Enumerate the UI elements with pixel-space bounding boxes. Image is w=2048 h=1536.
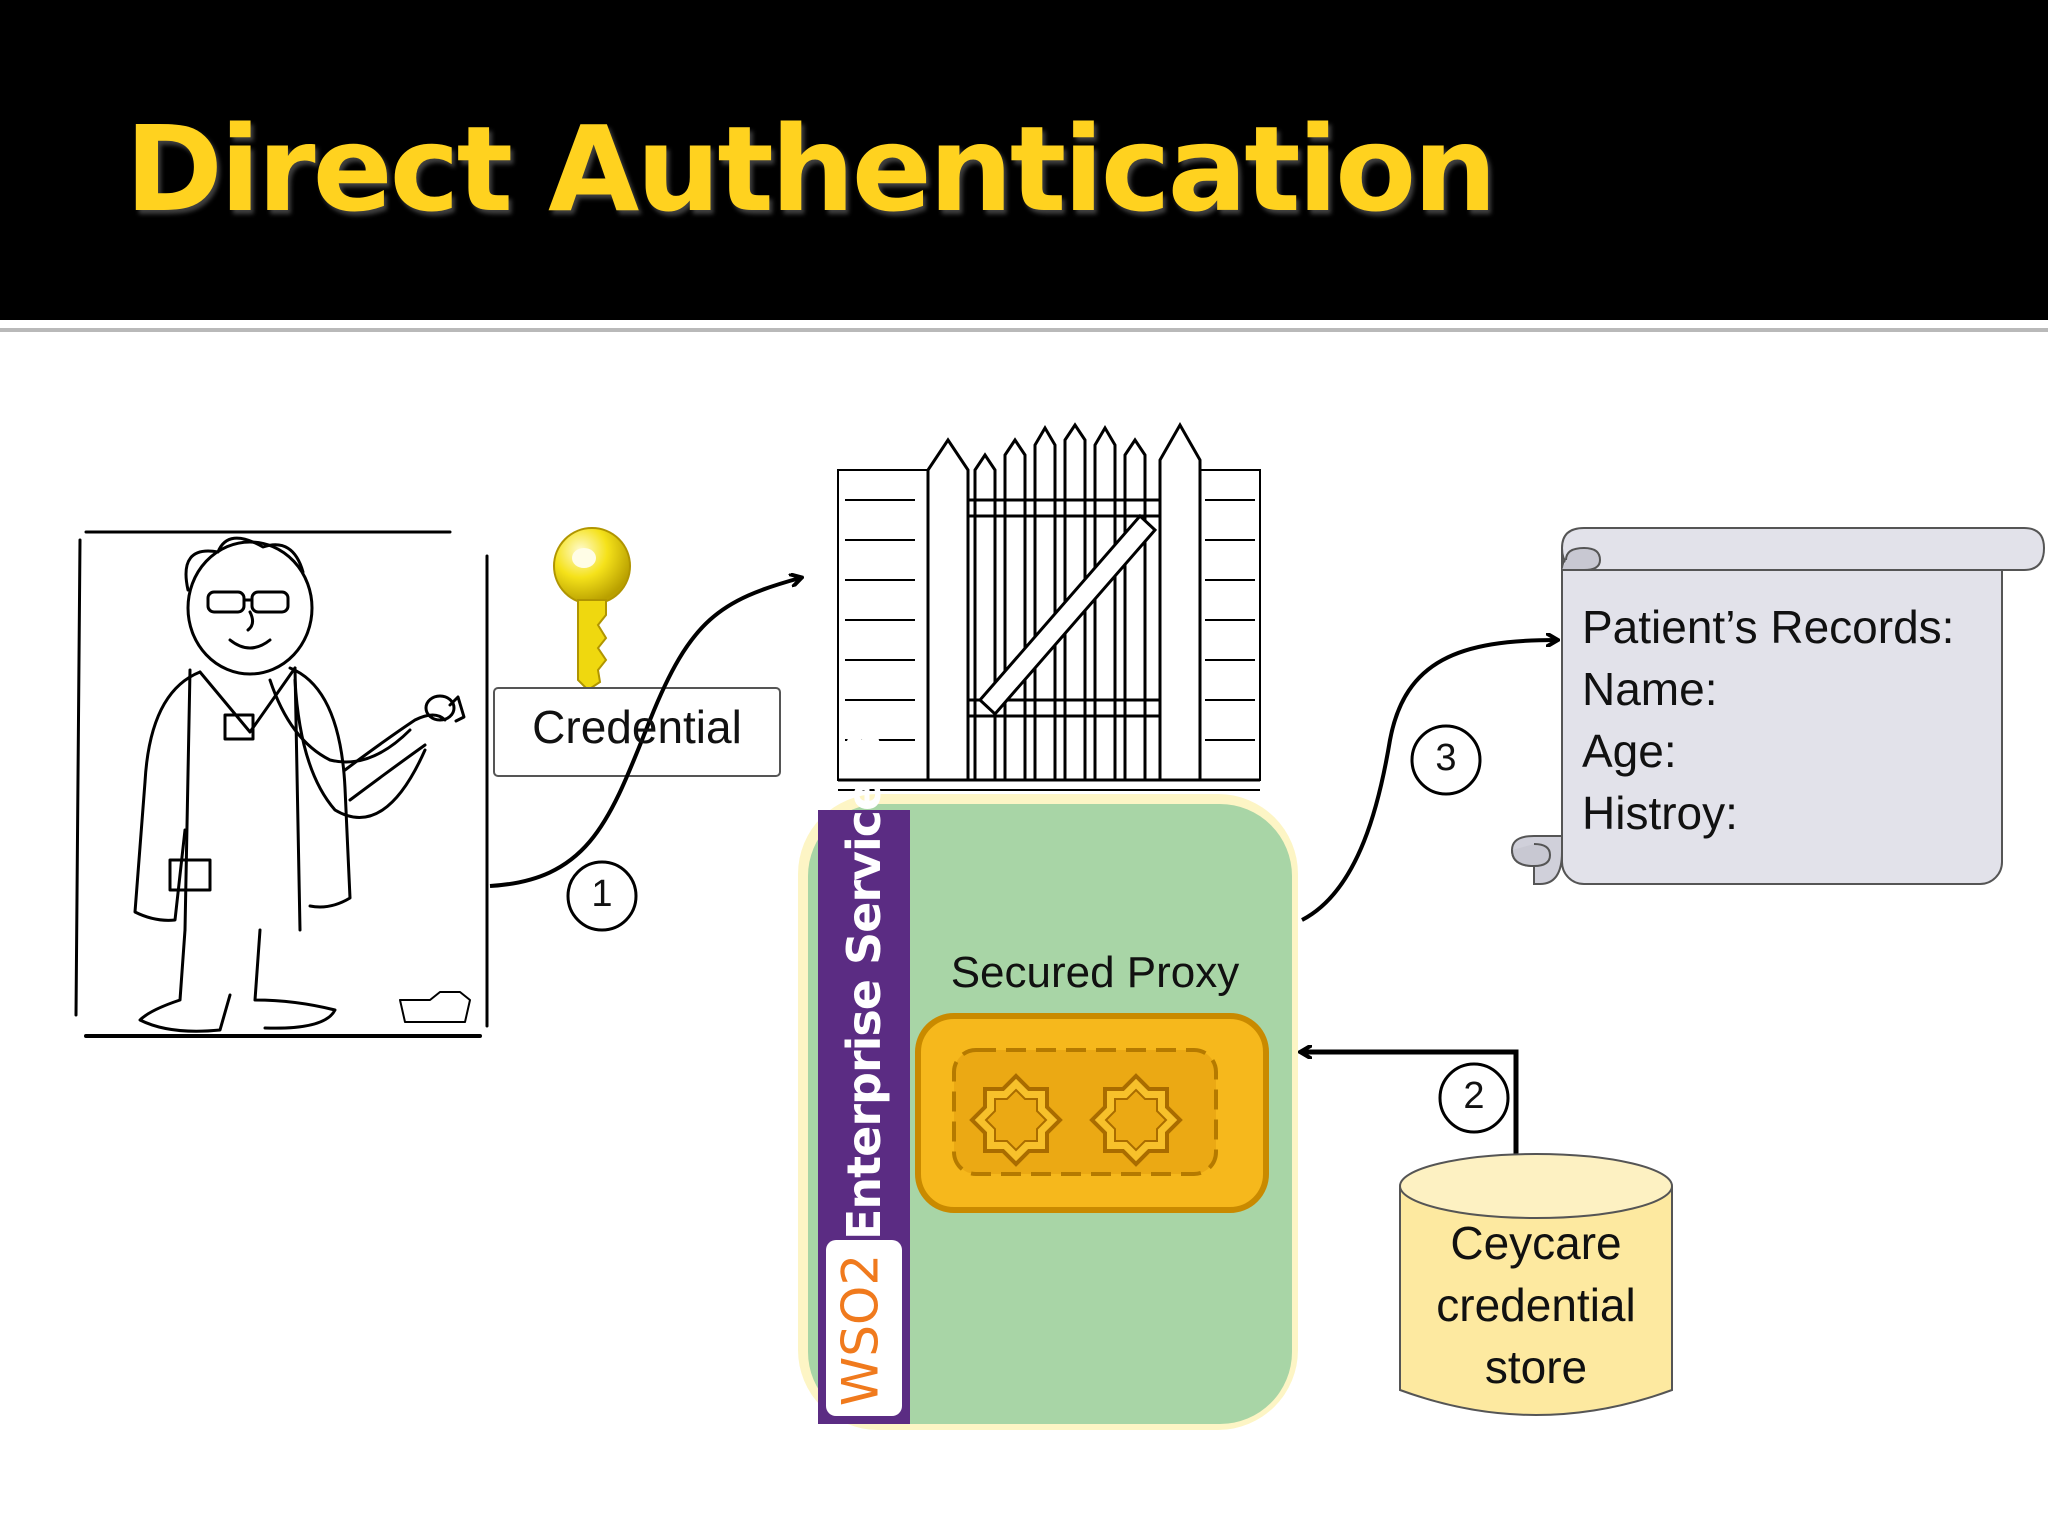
proxy-star-icon-left <box>969 1073 1063 1167</box>
credential-store-cylinder <box>1399 1153 1673 1416</box>
arrow-step-1 <box>489 578 800 888</box>
arrow-step-2 <box>1302 1052 1516 1186</box>
wso2-logo <box>826 1240 902 1416</box>
records-title: Patient’s Records: <box>1582 601 1955 653</box>
step-2-badge <box>1438 1062 1510 1134</box>
records-age-field: Age: <box>1582 725 1677 777</box>
doctor-illustration <box>74 530 489 1038</box>
records-name-field: Name: <box>1582 663 1718 715</box>
gate-illustration <box>837 421 1261 791</box>
title-bar <box>0 0 2048 320</box>
patient-records-text: Patient’s Records: Name: Age: Histroy: <box>1582 596 1954 844</box>
step-1-number: 1 <box>591 873 613 915</box>
arrow-step-3 <box>1301 640 1556 922</box>
credential-box <box>493 687 781 777</box>
secured-proxy-label: Secured Proxy <box>950 948 1240 997</box>
key-icon <box>553 527 631 692</box>
credential-label: Credential <box>532 701 742 753</box>
step-3-badge <box>1410 724 1482 796</box>
slide-title: Direct Authentication <box>125 100 1497 238</box>
step-1-badge <box>566 860 638 932</box>
esb-label: Enterprise Service Bus <box>837 673 891 1240</box>
wso2-logo-text: WSO2 <box>832 1254 890 1406</box>
credential-store-label: Ceycare credential store <box>1436 1217 1636 1393</box>
proxy-star-icon-right <box>1089 1073 1183 1167</box>
step-2-number: 2 <box>1463 1075 1485 1117</box>
records-history-field: Histroy: <box>1582 787 1738 839</box>
patient-records-scroll <box>1510 527 2046 885</box>
step-3-number: 3 <box>1435 737 1457 779</box>
title-divider <box>0 328 2048 332</box>
